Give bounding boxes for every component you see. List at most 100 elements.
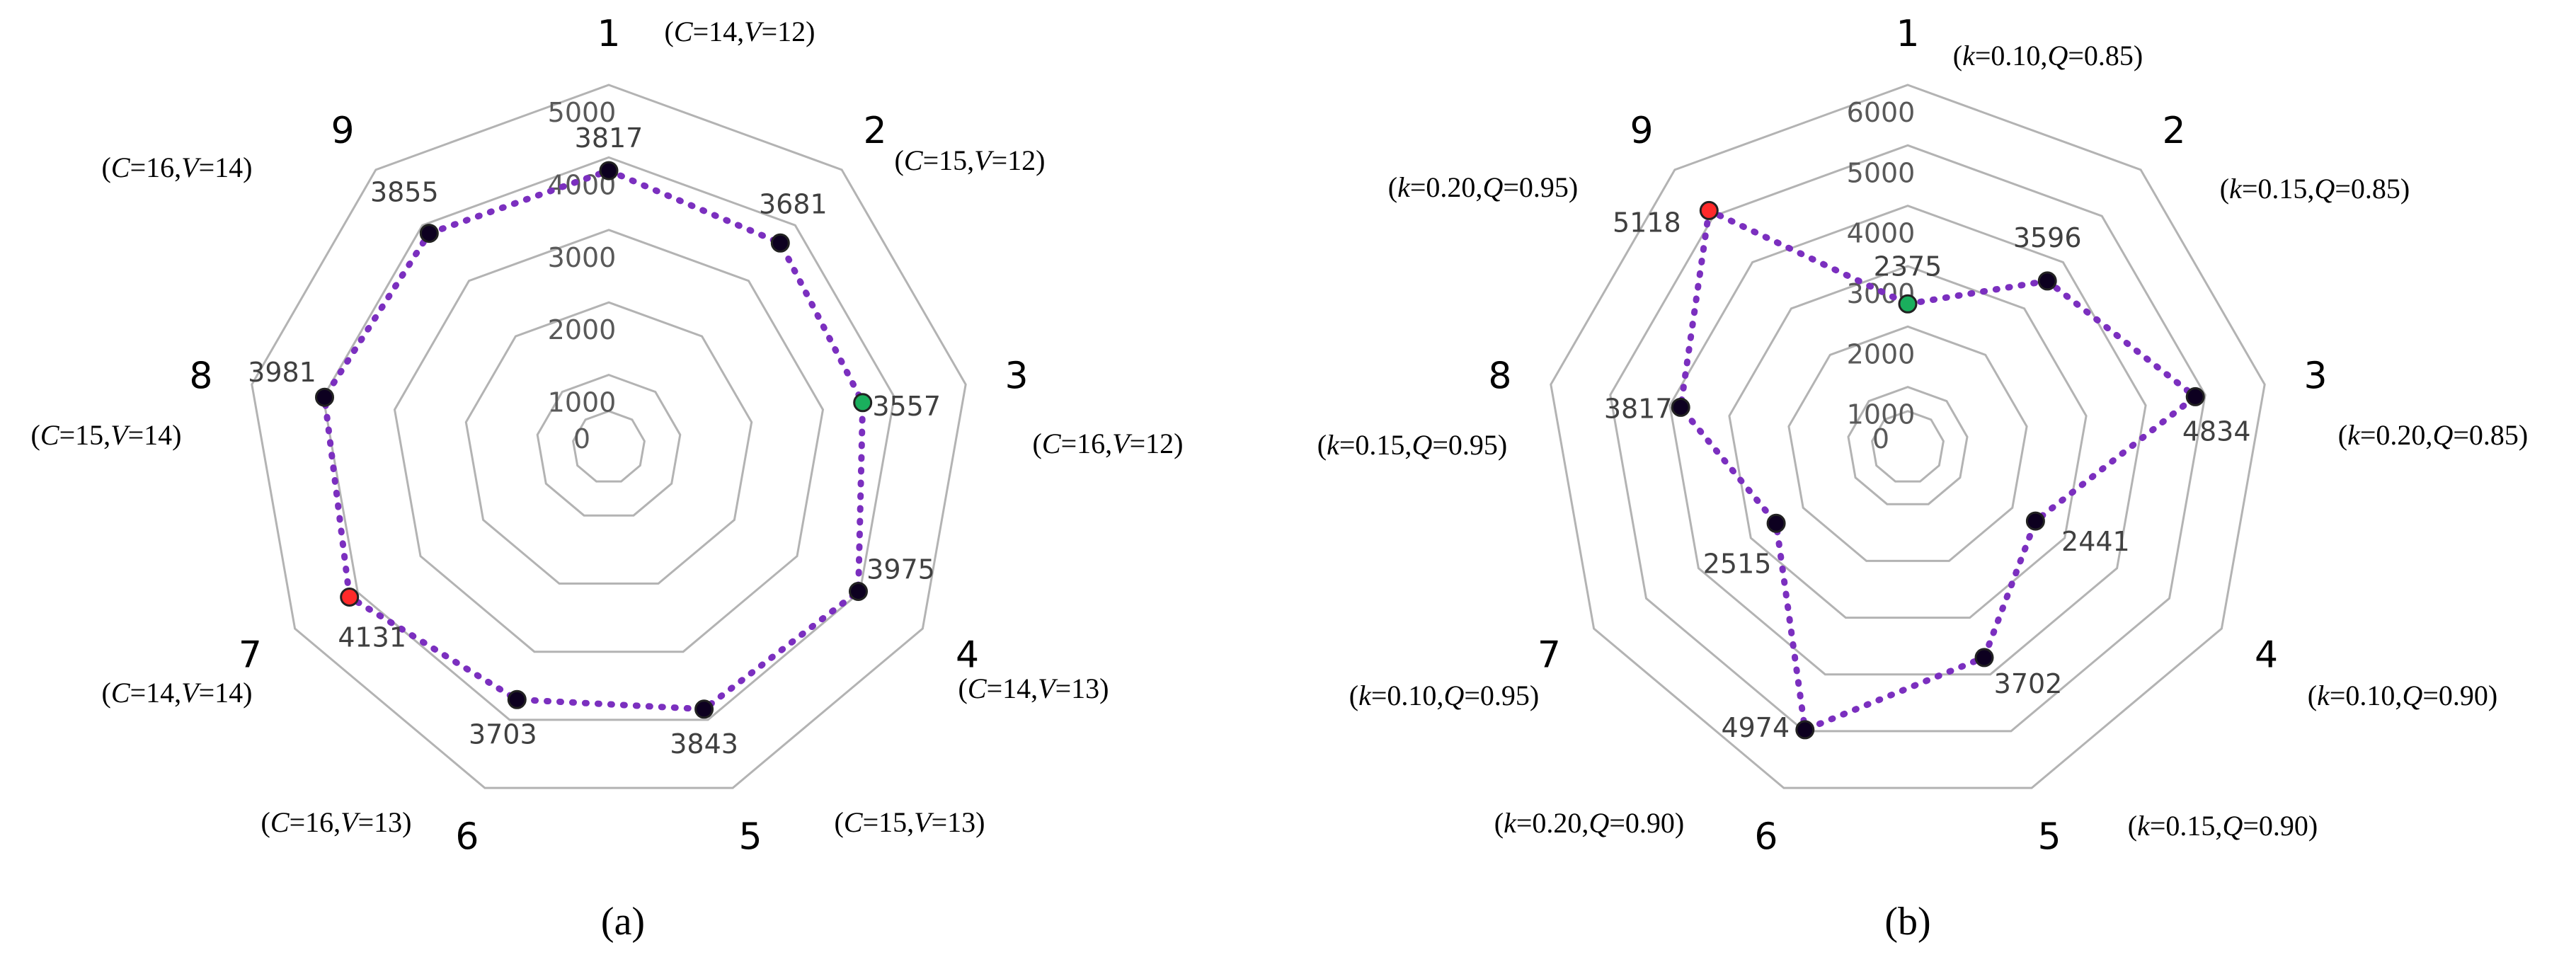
axis-number-9: 9 — [331, 110, 354, 152]
axis-number-8: 8 — [1488, 355, 1511, 397]
tick-label-2000: 2000 — [1847, 338, 1916, 370]
tick-label-5000: 5000 — [1847, 157, 1916, 188]
value-label-4: 2441 — [2061, 526, 2130, 557]
value-label-7: 4131 — [338, 622, 406, 653]
condition-label-7: (C=14,V=14) — [102, 677, 253, 709]
grid-ring-3000 — [1728, 265, 2088, 619]
tick-label-3000: 3000 — [548, 242, 617, 273]
value-label-7: 2515 — [1703, 548, 1772, 579]
data-point-7 — [340, 588, 360, 607]
data-point-7 — [1766, 513, 1786, 533]
axis-number-1: 1 — [1896, 13, 1919, 55]
condition-label-6: (k=0.20,Q=0.90) — [1494, 807, 1684, 839]
axis-number-6: 6 — [1754, 816, 1778, 859]
tick-label-1000: 1000 — [1847, 399, 1916, 430]
condition-label-4: (C=14,V=13) — [958, 672, 1109, 704]
value-label-5: 3843 — [670, 728, 738, 760]
data-point-8 — [315, 387, 334, 407]
axis-number-5: 5 — [739, 816, 762, 859]
tick-label-0: 0 — [573, 423, 590, 454]
value-label-6: 4974 — [1721, 712, 1790, 743]
axis-number-5: 5 — [2038, 816, 2061, 859]
axis-number-6: 6 — [455, 816, 479, 859]
value-label-9: 5118 — [1613, 207, 1681, 238]
condition-label-5: (C=15,V=13) — [835, 806, 985, 838]
axis-number-4: 4 — [2255, 634, 2278, 677]
data-point-9 — [1699, 200, 1719, 220]
condition-label-3: (k=0.20,Q=0.85) — [2338, 419, 2528, 451]
radar-chart-b: 0100020003000400050006000237535964834244… — [1317, 13, 2528, 859]
caption-b: (b) — [1884, 900, 1930, 944]
grid-ring-2000 — [1787, 325, 2028, 562]
data-point-5 — [694, 699, 714, 719]
axis-number-4: 4 — [956, 634, 979, 677]
series-line — [321, 167, 866, 713]
axis-number-1: 1 — [597, 13, 620, 55]
tick-label-0: 0 — [1872, 423, 1889, 454]
value-label-1: 2375 — [1874, 251, 1942, 282]
condition-label-8: (C=15,V=14) — [31, 419, 182, 451]
grid-ring-4000 — [322, 156, 895, 721]
grid-ring-2000 — [464, 301, 753, 585]
radar-chart-a: 0100020003000400050003817368135573975384… — [31, 13, 1184, 859]
value-label-2: 3681 — [759, 188, 828, 219]
tick-label-4000: 4000 — [1847, 218, 1916, 249]
data-point-2 — [770, 233, 790, 253]
grid-ring-1000 — [536, 374, 682, 517]
value-label-3: 4834 — [2182, 416, 2251, 447]
data-point-3 — [853, 393, 873, 413]
value-label-2: 3596 — [2013, 222, 2082, 253]
grid-ring-4000 — [1668, 205, 2147, 676]
grid-ring-0 — [1871, 410, 1945, 483]
condition-label-7: (k=0.10,Q=0.95) — [1349, 680, 1539, 711]
axis-number-3: 3 — [2304, 355, 2328, 397]
condition-label-2: (k=0.15,Q=0.85) — [2220, 173, 2410, 205]
condition-label-5: (k=0.15,Q=0.90) — [2128, 810, 2318, 842]
condition-label-4: (k=0.10,Q=0.90) — [2308, 680, 2497, 711]
value-label-8: 3817 — [1604, 393, 1673, 424]
condition-label-9: (C=16,V=14) — [102, 151, 253, 183]
grid-ring-0 — [572, 410, 646, 483]
axis-number-9: 9 — [1630, 110, 1653, 152]
value-label-1: 3817 — [575, 122, 643, 154]
data-point-2 — [2037, 271, 2057, 291]
grid-ring-6000 — [1550, 84, 2266, 789]
axis-number-8: 8 — [189, 355, 212, 397]
data-point-6 — [1795, 720, 1815, 740]
data-point-3 — [2185, 386, 2205, 406]
value-label-6: 3703 — [469, 718, 537, 750]
tick-label-5000: 5000 — [548, 97, 617, 128]
caption-a: (a) — [601, 900, 645, 944]
data-point-4 — [849, 582, 868, 601]
data-point-1 — [599, 161, 619, 181]
condition-label-2: (C=15,V=12) — [895, 144, 1046, 176]
axis-number-7: 7 — [1538, 634, 1561, 677]
condition-label-6: (C=16,V=13) — [261, 806, 412, 838]
data-point-9 — [419, 224, 439, 244]
data-point-6 — [507, 689, 527, 709]
data-point-5 — [1974, 648, 1994, 668]
condition-label-3: (C=16,V=12) — [1033, 428, 1184, 459]
grid-ring-5000 — [1609, 144, 2206, 733]
axis-number-2: 2 — [2162, 110, 2185, 152]
axis-number-3: 3 — [1005, 355, 1029, 397]
condition-label-1: (C=14,V=12) — [665, 16, 815, 47]
condition-label-1: (k=0.10,Q=0.85) — [1953, 40, 2143, 71]
axis-number-2: 2 — [863, 110, 886, 152]
grid-ring-1000 — [1847, 386, 1969, 505]
value-label-8: 3981 — [248, 357, 316, 388]
value-label-4: 3975 — [866, 554, 935, 585]
grid-ring-5000 — [251, 84, 967, 789]
tick-label-6000: 6000 — [1847, 97, 1916, 128]
condition-label-9: (k=0.20,Q=0.95) — [1388, 171, 1578, 203]
data-point-8 — [1671, 397, 1690, 417]
value-label-5: 3702 — [1994, 668, 2063, 699]
tick-label-2000: 2000 — [548, 314, 617, 345]
grid-ring-3000 — [393, 229, 825, 653]
data-point-4 — [2025, 511, 2045, 531]
data-point-1 — [1898, 294, 1918, 314]
tick-label-1000: 1000 — [548, 387, 617, 418]
axis-number-7: 7 — [239, 634, 262, 677]
value-label-3: 3557 — [872, 391, 941, 422]
